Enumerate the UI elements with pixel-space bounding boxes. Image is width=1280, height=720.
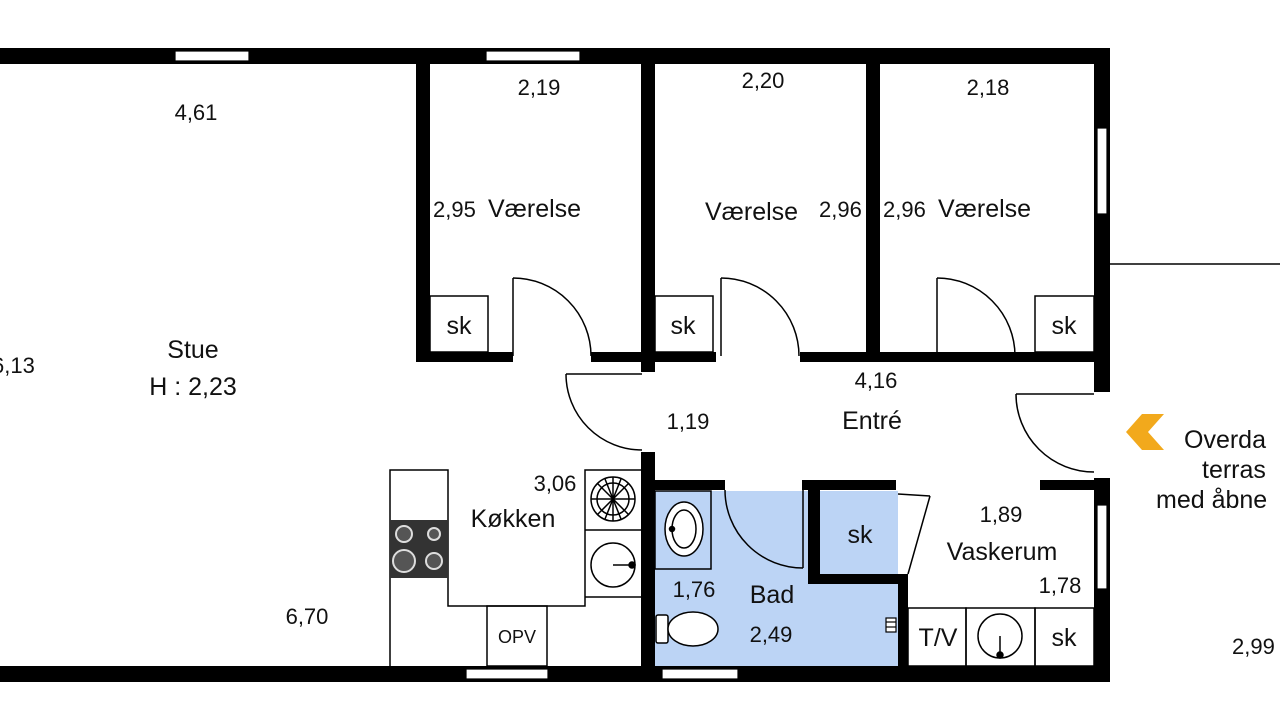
washer-dryer-label: T/V	[919, 624, 958, 652]
terrace-depth: 2,99	[1232, 634, 1275, 659]
tap-icon	[885, 617, 897, 633]
vaerelse-3-width: 2,18	[967, 75, 1010, 100]
terrace-label-line-1: Overda	[1184, 426, 1266, 454]
sink-icon	[977, 613, 1023, 659]
vaerelse-1-label: Værelse	[488, 195, 581, 223]
stue-height-label: H : 2,23	[149, 373, 237, 401]
koekken-label: Køkken	[471, 505, 556, 533]
closet-label: sk	[447, 312, 473, 340]
closet-box	[654, 295, 714, 353]
oven-label: OPV	[498, 627, 536, 647]
stue-top-dimension: 4,61	[175, 100, 218, 125]
door-swings	[512, 277, 1095, 575]
entre-label: Entré	[842, 407, 902, 435]
entrance-arrow-icon	[1126, 414, 1164, 450]
stue-label: Stue	[167, 336, 218, 364]
sink-icon	[664, 501, 704, 557]
extractor-fan-icon	[590, 476, 636, 522]
oven-box	[486, 605, 548, 667]
entre-depth: 1,19	[667, 409, 710, 434]
stove-icon	[390, 520, 448, 578]
outer-walls	[0, 48, 1110, 682]
closet-label: sk	[1052, 624, 1078, 652]
terrace-label-line-3: med åbne	[1156, 486, 1267, 514]
stue-side-dimension: 6,13	[0, 353, 35, 378]
sink-icon	[590, 542, 636, 588]
bad-label: Bad	[750, 581, 794, 609]
vaerelse-2-depth: 2,96	[819, 197, 862, 222]
vanity-box	[654, 490, 712, 570]
laundry-sink-box	[965, 607, 1036, 667]
stue-bottom-dimension: 6,70	[286, 604, 329, 629]
vaerelse-2-label: Værelse	[705, 198, 798, 226]
toilet-icon	[655, 611, 719, 647]
vaerelse-3-label: Værelse	[938, 195, 1031, 223]
closet-box	[1034, 295, 1095, 353]
windows	[174, 50, 1108, 680]
vaskerum-label: Vaskerum	[947, 538, 1058, 566]
closet-box	[429, 295, 489, 353]
vaerelse-2-width: 2,20	[742, 68, 785, 93]
fixture-labels: sk sk sk sk sk OPV T/V	[447, 312, 1078, 652]
fixtures	[389, 295, 1095, 667]
closet-label: sk	[848, 521, 874, 549]
vaerelse-3-depth: 2,96	[883, 197, 926, 222]
bad-width: 1,76	[673, 577, 716, 602]
closet-label: sk	[671, 312, 697, 340]
koekken-depth: 3,06	[534, 471, 577, 496]
entre-width: 4,16	[855, 368, 898, 393]
interior-walls	[416, 64, 1094, 680]
room-labels: Stue H : 2,23 Værelse 2,19 2,95 Værelse …	[0, 68, 1275, 659]
vaerelse-1-depth: 2,95	[433, 197, 476, 222]
vaerelse-1-width: 2,19	[518, 75, 561, 100]
vaskerum-depth: 1,78	[1039, 573, 1082, 598]
vaskerum-width: 1,89	[980, 502, 1023, 527]
closet-label: sk	[1052, 312, 1078, 340]
terrace-label-line-2: terras	[1202, 456, 1266, 484]
bad-depth: 2,49	[750, 622, 793, 647]
kitchen-counter	[389, 469, 641, 666]
